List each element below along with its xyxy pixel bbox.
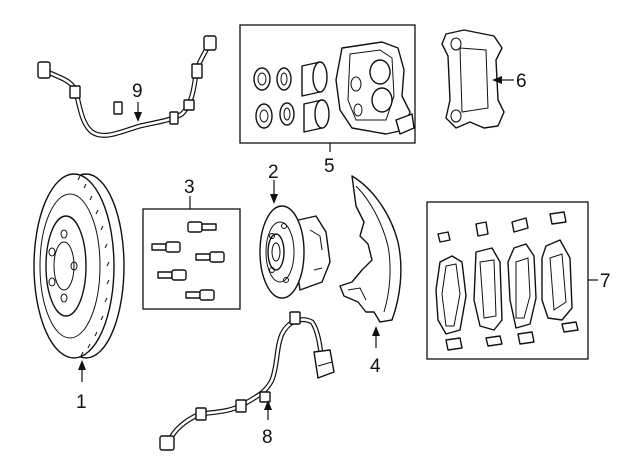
caliper-kit-box [239, 24, 416, 144]
callout-8: 8 [262, 427, 273, 448]
callout-leader-8 [264, 400, 272, 420]
callout-7: 7 [600, 271, 611, 292]
caliper-kit-icon[interactable] [253, 41, 415, 135]
caliper-bracket-icon[interactable] [441, 29, 505, 129]
callout-leader-6 [492, 76, 514, 84]
bolt-kit-box [142, 208, 241, 310]
splash-shield-icon[interactable] [339, 175, 402, 323]
callout-4: 4 [370, 356, 381, 377]
callout-9: 9 [132, 81, 143, 102]
brake-rotor-icon[interactable] [33, 173, 125, 359]
callout-leader-4 [372, 326, 380, 348]
bolt-kit-icon[interactable] [151, 221, 225, 301]
callout-leader-2 [270, 180, 278, 204]
hub-bearing-icon[interactable] [259, 205, 331, 299]
callout-leader-9 [134, 102, 142, 122]
callout-leader-1 [78, 360, 86, 382]
callout-6: 6 [516, 71, 527, 92]
callout-5: 5 [324, 156, 335, 177]
abs-sensor-wire-icon[interactable] [37, 35, 217, 138]
brake-hose-icon[interactable] [159, 311, 335, 451]
brake-pad-kit-icon[interactable] [435, 211, 579, 351]
callout-3: 3 [184, 177, 195, 198]
callout-1: 1 [76, 392, 87, 413]
callout-2: 2 [268, 162, 279, 183]
